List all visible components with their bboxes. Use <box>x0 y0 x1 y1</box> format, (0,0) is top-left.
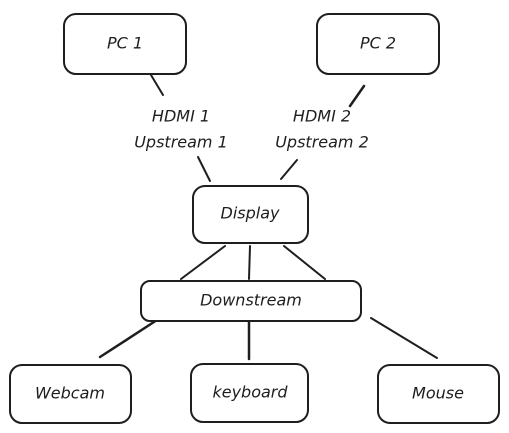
edge-display-to-downstream-middle <box>248 245 251 280</box>
edge-label-pc1-upstream: Upstream 1 <box>134 133 228 152</box>
node-mouse: Mouse <box>377 364 500 424</box>
edge-downstream-to-mouse <box>370 317 438 359</box>
node-mouse-label: Mouse <box>412 384 464 403</box>
edge-display-to-downstream-right <box>283 245 326 280</box>
edge-downstream-to-webcam <box>98 318 159 359</box>
edge-pc1-to-display-lower <box>197 156 211 182</box>
edge-label-pc2-upstream: Upstream 2 <box>275 133 369 152</box>
node-pc1-label: PC 1 <box>107 34 143 53</box>
node-pc2-label: PC 2 <box>360 34 396 53</box>
node-downstream: Downstream <box>140 280 362 322</box>
edge-pc2-to-display-upper <box>348 84 366 108</box>
node-keyboard-label: keyboard <box>212 383 288 402</box>
node-downstream-label: Downstream <box>200 291 302 310</box>
edge-pc1-to-display-upper <box>150 74 164 96</box>
node-keyboard: keyboard <box>190 363 309 423</box>
node-pc1: PC 1 <box>63 13 187 75</box>
node-pc2: PC 2 <box>316 13 440 75</box>
edge-pc2-to-display-lower <box>280 159 298 180</box>
node-display: Display <box>192 185 309 244</box>
node-display-label: Display <box>221 204 281 223</box>
node-webcam: Webcam <box>9 364 132 424</box>
edge-label-pc1-hdmi: HDMI 1 <box>152 107 210 126</box>
edge-label-pc2-hdmi: HDMI 2 <box>293 107 351 126</box>
node-webcam-label: Webcam <box>35 384 105 403</box>
edge-display-to-downstream-left <box>180 245 226 280</box>
